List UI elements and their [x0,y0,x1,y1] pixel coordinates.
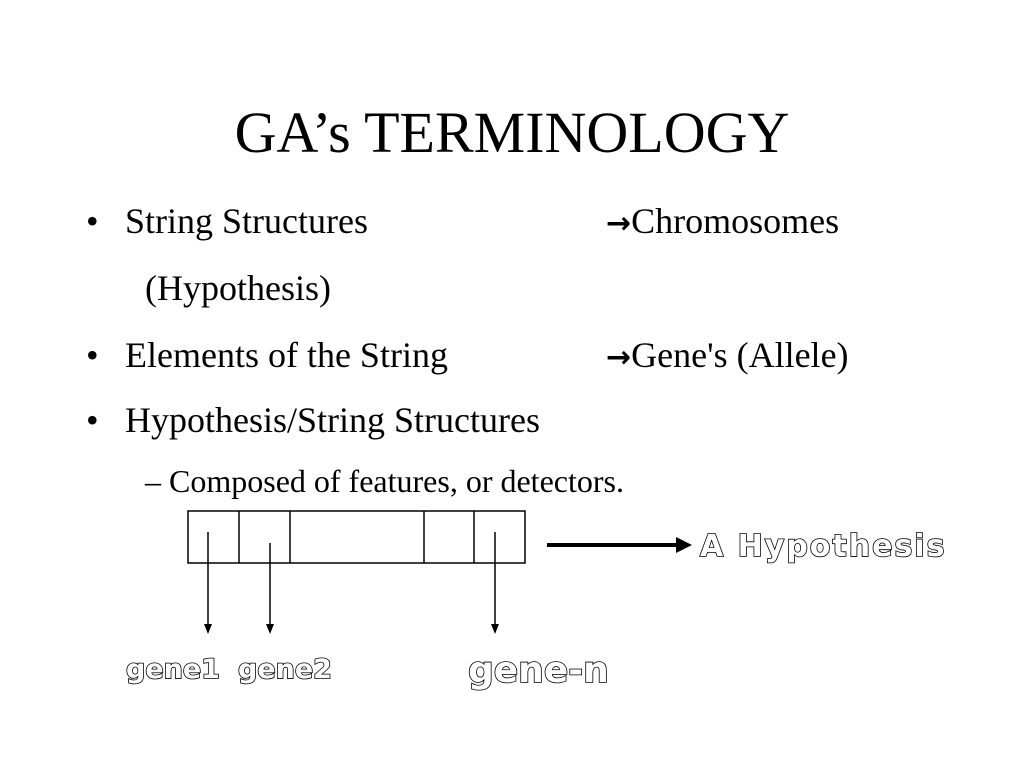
arrow-head-icon [676,537,692,553]
sub-bullet: – Composed of features, or detectors. [145,461,624,501]
bullet-continuation: (Hypothesis) [145,268,331,308]
gene2-label: gene2 [238,654,332,685]
right-arrow-icon: → [606,340,632,375]
arrow-head-icon [491,624,499,634]
bullet-marker: • [86,335,99,375]
bullet-marker: • [86,400,99,440]
meaning-text: Chromosomes [631,201,840,241]
gene-pointer-arrows [204,532,499,634]
meaning-text: Gene's (Allele) [631,335,849,375]
hypothesis-arrow [547,537,692,553]
string-box [187,510,526,564]
gene1-label: gene1 [126,654,220,685]
hypothesis-label: A Hypothesis [700,529,946,564]
arrow-head-icon [266,624,274,634]
sub-bullet-marker: – [145,463,161,499]
bullet-marker: • [86,201,99,241]
right-arrow-icon: → [606,206,632,241]
sub-bullet-text: Composed of features, or detectors. [169,463,624,499]
slide-title: GA’s TERMINOLOGY [234,100,790,165]
bullet-term-hypothesis: Hypothesis/String Structures [125,400,540,440]
bullet-term-string-structures: String Structures [125,201,368,241]
bullet-meaning-genes: →Gene's (Allele) [606,333,849,380]
gene-n-label: gene-n [468,650,609,691]
arrow-head-icon [204,624,212,634]
bullet-meaning-chromosomes: →Chromosomes [606,199,839,246]
string-box-outline [187,510,526,564]
bullet-term-elements: Elements of the String [125,335,448,375]
